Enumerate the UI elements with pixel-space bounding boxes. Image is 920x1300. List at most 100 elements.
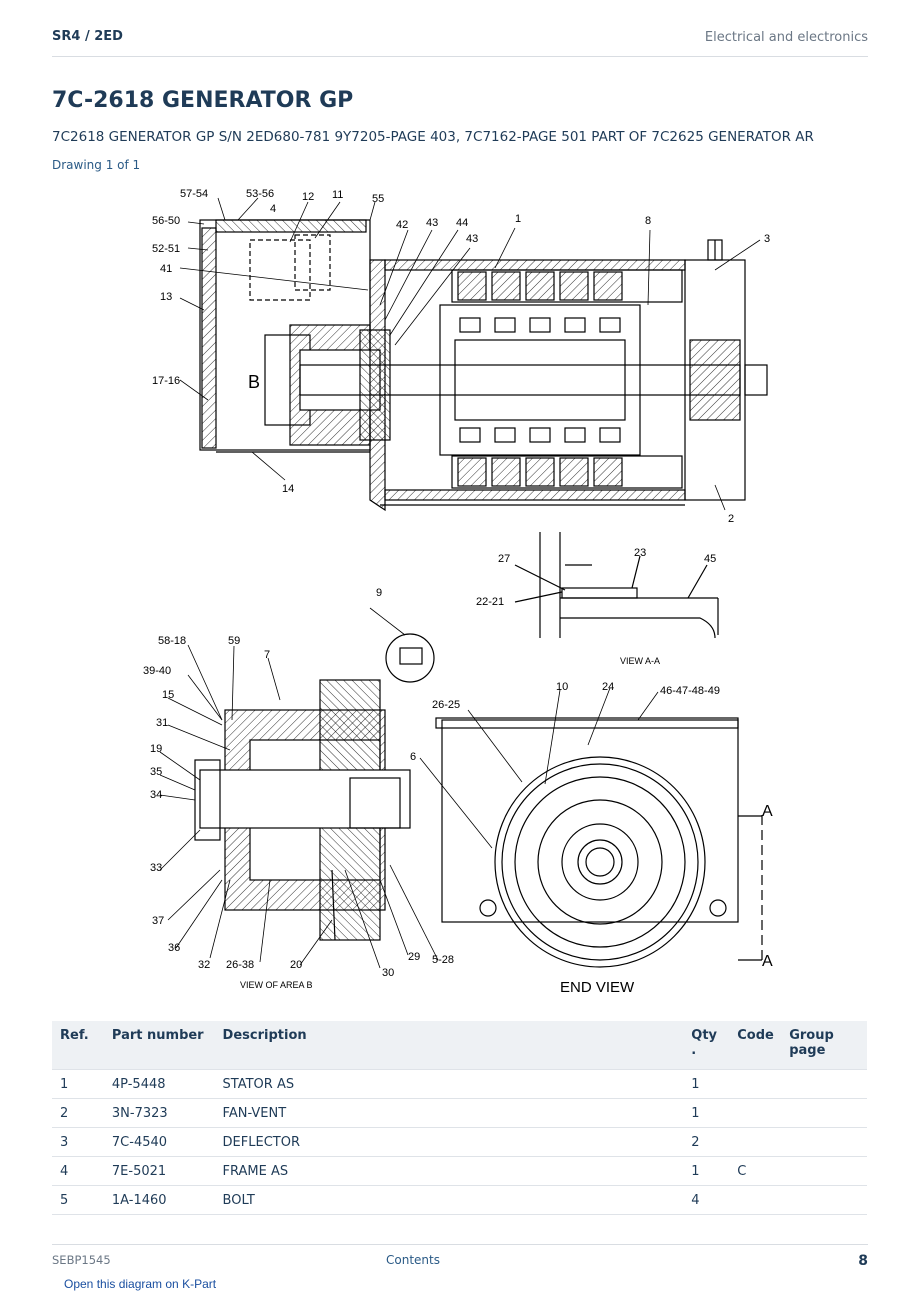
section-label: Electrical and electronics: [704, 30, 868, 45]
col-group-page: Group page: [781, 1021, 867, 1070]
cell-part-number: 4P-5448: [103, 1069, 215, 1099]
end-view-drawing: [435, 717, 763, 968]
cell-code: C: [729, 1156, 782, 1186]
document-id: SEBP1545: [52, 1253, 111, 1267]
callout-label: 35: [150, 766, 162, 778]
callouts-end-view: 26-25 10 24 46-47-48-49 6 A A END VIEW: [410, 681, 773, 996]
cell-description: FAN-VENT: [214, 1098, 684, 1128]
col-part-number: Part number: [103, 1021, 215, 1070]
page-number: 8: [858, 1253, 868, 1269]
cell-part-number: 7E-5021: [103, 1156, 215, 1186]
cell-qty: 4: [683, 1185, 730, 1215]
callout-label: 8: [645, 215, 651, 227]
callout-label: 6: [410, 751, 416, 763]
cell-description: BOLT: [214, 1185, 684, 1215]
page-header: SR4 / 2ED Electrical and electronics: [52, 29, 868, 57]
callout-label: 33: [150, 862, 162, 874]
callout-label: 30: [382, 967, 394, 979]
end-view-leaders: [419, 687, 659, 849]
callout-label: 27: [498, 553, 510, 565]
table-header-row: Ref. Part number Description Qty . Code …: [52, 1021, 867, 1070]
callout-label: 4: [270, 203, 276, 215]
cell-code: [729, 1127, 782, 1157]
cell-ref: 3: [52, 1127, 104, 1157]
area-b-drawing: [194, 633, 435, 941]
cell-description: STATOR AS: [214, 1069, 684, 1099]
table-row: 4 7E-5021 FRAME AS 1 C: [52, 1156, 867, 1186]
view-label: VIEW OF AREA B: [240, 980, 313, 990]
cell-group-page: [781, 1185, 867, 1215]
contents-link[interactable]: Contents: [386, 1253, 440, 1267]
cell-code: [729, 1098, 782, 1128]
open-kpart-link[interactable]: Open this diagram on K-Part: [64, 1277, 217, 1291]
callout-label: 26-38: [226, 959, 254, 971]
parts-table: Ref. Part number Description Qty . Code …: [52, 1021, 867, 1215]
callouts-area-b: 9 58-18 59 39-40 7 15 31 19 35 34 33 37 …: [143, 587, 454, 990]
view-label: END VIEW: [560, 979, 635, 996]
cell-ref: 2: [52, 1098, 104, 1128]
callout-label: 2: [728, 513, 734, 525]
callout-label: 3: [764, 233, 770, 245]
callout-label: 10: [556, 681, 568, 693]
footer-divider: [52, 1244, 868, 1245]
callout-label: 15: [162, 689, 174, 701]
cell-group-page: [781, 1098, 867, 1128]
callout-label: A: [762, 803, 773, 820]
callout-label: A: [762, 953, 773, 970]
callout-leaders: [179, 197, 761, 511]
parts-diagram: B: [143, 188, 773, 996]
cell-code: [729, 1185, 782, 1215]
callout-label: 56-50: [152, 215, 180, 227]
callout-label: 43: [426, 217, 438, 229]
cell-ref: 4: [52, 1156, 104, 1186]
cell-code: [729, 1069, 782, 1099]
callout-label: 11: [332, 189, 343, 201]
callout-label: 31: [156, 717, 168, 729]
cell-group-page: [781, 1156, 867, 1186]
view-label: VIEW A-A: [620, 656, 660, 666]
callout-label: 14: [282, 483, 294, 495]
callout-label: 7: [264, 649, 270, 661]
callout-label: 44: [456, 217, 468, 229]
callout-label: 57-54: [180, 188, 208, 200]
cell-description: FRAME AS: [214, 1156, 684, 1186]
callout-label: 41: [160, 263, 172, 275]
callout-label: 55: [372, 193, 384, 205]
callout-label: 9: [376, 587, 382, 599]
col-qty: Qty .: [683, 1021, 730, 1070]
callout-label: 1: [515, 213, 521, 225]
page-subtitle: 7C2618 GENERATOR GP S/N 2ED680-781 9Y720…: [52, 129, 814, 145]
main-section-drawing: B: [199, 219, 768, 512]
cell-qty: 2: [683, 1127, 730, 1157]
callout-label: 43: [466, 233, 478, 245]
cell-group-page: [781, 1127, 867, 1157]
callout-label: 42: [396, 219, 408, 231]
cell-ref: 1: [52, 1069, 104, 1099]
cell-part-number: 1A-1460: [103, 1185, 215, 1215]
callout-label: 59: [228, 635, 240, 647]
callout-label: 53-56: [246, 188, 274, 200]
table-row: 5 1A-1460 BOLT 4: [52, 1185, 867, 1215]
model-label: SR4 / 2ED: [52, 29, 123, 44]
callout-label: 5-28: [432, 954, 454, 966]
callout-label: 12: [302, 191, 314, 203]
col-description: Description: [214, 1021, 684, 1070]
view-a-a-drawing: [514, 532, 719, 639]
drawing-count: Drawing 1 of 1: [52, 158, 141, 172]
callout-label: 37: [152, 915, 164, 927]
callout-label: 32: [198, 959, 210, 971]
page-title: 7C-2618 GENERATOR GP: [52, 88, 354, 113]
cell-group-page: [781, 1069, 867, 1099]
callout-label: 24: [602, 681, 614, 693]
callout-label: 20: [290, 959, 302, 971]
cell-qty: 1: [683, 1069, 730, 1099]
callout-label: 22-21: [476, 596, 504, 608]
cell-ref: 5: [52, 1185, 104, 1215]
table-row: 3 7C-4540 DEFLECTOR 2: [52, 1127, 867, 1157]
callout-label: 29: [408, 951, 420, 963]
callout-label: 45: [704, 553, 716, 565]
cell-qty: 1: [683, 1098, 730, 1128]
area-b-leaders: [159, 607, 439, 969]
callouts-top: 57-54 53-56 12 11 55 4 56-50 52-51 41 13…: [152, 188, 770, 525]
callout-label: 39-40: [143, 665, 171, 677]
